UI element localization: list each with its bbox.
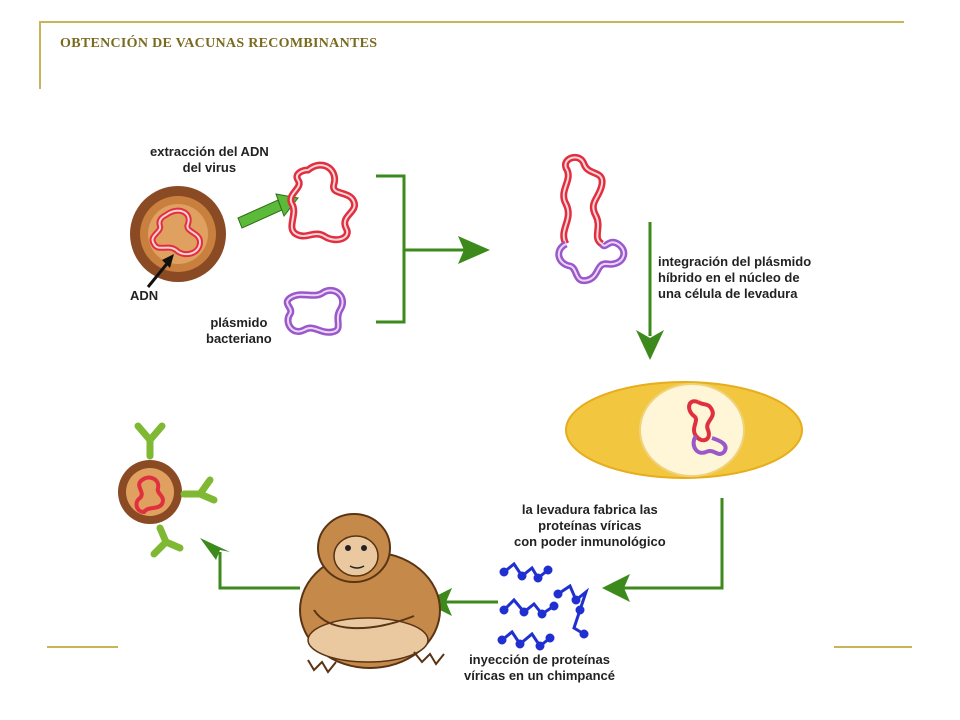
arrow-chimp-to-antibodies: [200, 538, 300, 590]
slide-title: OBTENCIÓN DE VACUNAS RECOMBINANTES: [60, 36, 378, 51]
chimpanzee: [299, 513, 445, 674]
label-yeast-production: la levadura fabrica las proteínas vírica…: [514, 502, 666, 549]
label-adn: ADN: [130, 288, 159, 303]
diagram-graphics: [118, 153, 803, 674]
frame-bottom-right-line: [834, 646, 912, 648]
neutralized-virus: [118, 460, 182, 524]
label-plasmid: plásmido bacteriano: [206, 315, 272, 346]
combine-bracket: [376, 174, 490, 324]
frame-top-line: [39, 21, 904, 23]
viral-proteins: [497, 561, 590, 651]
label-integration: integración del plásmido híbrido en el n…: [658, 254, 812, 301]
frame-bottom-left-line: [47, 646, 119, 648]
bacterial-plasmid: [283, 287, 347, 336]
yeast-cell: [565, 381, 803, 479]
arrow-down-to-yeast: [636, 222, 664, 360]
virus-cell: [130, 186, 226, 282]
arrow-yeast-to-proteins: [602, 498, 724, 602]
antibodies: [134, 422, 218, 558]
adn-pointer-arrow: [146, 254, 174, 288]
recombinant-vaccine-diagram: extracción del ADN del virus ADN plásmid…: [118, 140, 834, 685]
label-extraction: extracción del ADN del virus: [150, 144, 269, 175]
frame-left-line: [39, 21, 41, 89]
hybrid-plasmid: [555, 153, 628, 285]
label-injection: inyección de proteínas víricas en un chi…: [464, 652, 616, 683]
viral-dna: [287, 161, 359, 244]
